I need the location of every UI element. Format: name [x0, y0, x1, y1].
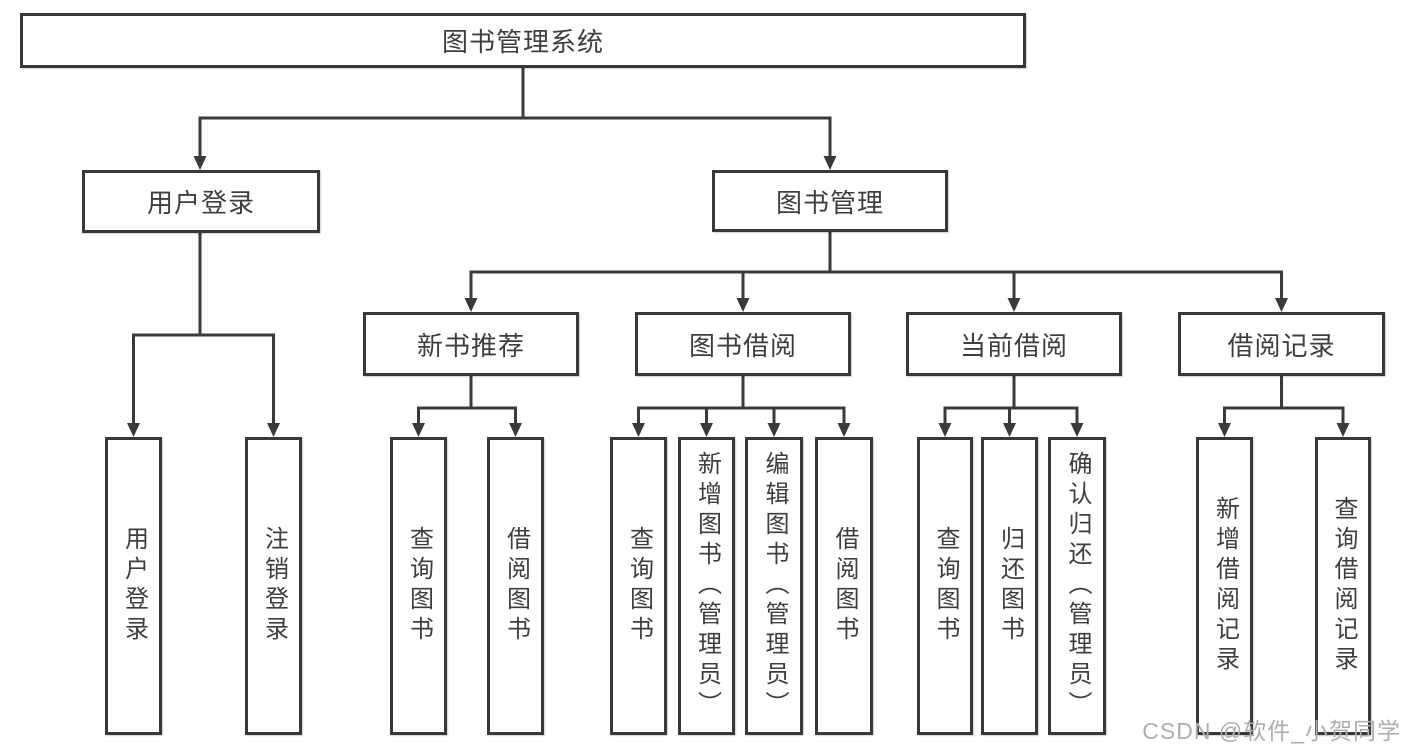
node-root: 图书管理系统 [20, 13, 1026, 68]
leaf-confirm-return-admin: 确认归还（管理员） [1048, 437, 1106, 735]
leaf-borrow-books-recommend: 借阅图书 [487, 437, 544, 735]
leaf-query-books-borrow-label: 查询图书 [625, 526, 653, 646]
node-user-login-branch-label: 用户登录 [146, 188, 255, 218]
leaf-add-books-admin-label: 新增图书（管理员） [693, 451, 721, 721]
leaf-query-borrow-record: 查询借阅记录 [1315, 437, 1371, 735]
leaf-user-login: 用户登录 [105, 437, 162, 735]
leaf-edit-books-admin: 编辑图书（管理员） [745, 437, 803, 735]
node-book-management-branch-label: 图书管理 [775, 187, 884, 218]
leaf-borrow-books: 借阅图书 [815, 437, 873, 735]
leaf-query-books-borrow: 查询图书 [610, 437, 667, 735]
leaf-query-books-recommend: 查询图书 [390, 437, 447, 735]
csdn-watermark: CSDN @软件_小贺同学 [1142, 718, 1401, 744]
node-borrow-records-label: 借阅记录 [1227, 330, 1336, 361]
node-new-book-recommend: 新书推荐 [363, 312, 579, 376]
leaf-add-books-admin: 新增图书（管理员） [678, 437, 735, 735]
node-user-login-branch: 用户登录 [82, 170, 320, 233]
leaf-query-borrow-record-label: 查询借阅记录 [1330, 496, 1357, 676]
leaf-add-borrow-record: 新增借阅记录 [1196, 437, 1253, 735]
leaf-user-login-label: 用户登录 [120, 526, 148, 646]
node-book-borrow: 图书借阅 [635, 312, 851, 376]
leaf-borrow-books-recommend-label: 借阅图书 [502, 526, 530, 646]
leaf-return-books: 归还图书 [981, 437, 1038, 735]
arrowheads [127, 156, 1350, 437]
node-book-borrow-label: 图书借阅 [688, 330, 797, 361]
leaf-borrow-books-label: 借阅图书 [831, 526, 858, 646]
leaf-logout: 注销登录 [245, 437, 302, 735]
leaf-logout-label: 注销登录 [260, 526, 288, 646]
leaf-query-books-current: 查询图书 [917, 437, 973, 735]
node-borrow-records: 借阅记录 [1178, 312, 1385, 376]
leaf-add-borrow-record-label: 新增借阅记录 [1211, 496, 1239, 676]
leaf-edit-books-admin-label: 编辑图书（管理员） [761, 451, 788, 721]
leaf-confirm-return-admin-label: 确认归还（管理员） [1064, 451, 1091, 721]
node-new-book-recommend-label: 新书推荐 [416, 330, 525, 361]
node-root-label: 图书管理系统 [441, 27, 604, 57]
node-current-borrow: 当前借阅 [906, 312, 1122, 376]
leaf-return-books-label: 归还图书 [996, 526, 1024, 646]
leaf-query-books-recommend-label: 查询图书 [405, 526, 433, 646]
node-current-borrow-label: 当前借阅 [959, 330, 1068, 361]
node-book-management-branch: 图书管理 [712, 170, 948, 232]
leaf-query-books-current-label: 查询图书 [932, 526, 959, 646]
